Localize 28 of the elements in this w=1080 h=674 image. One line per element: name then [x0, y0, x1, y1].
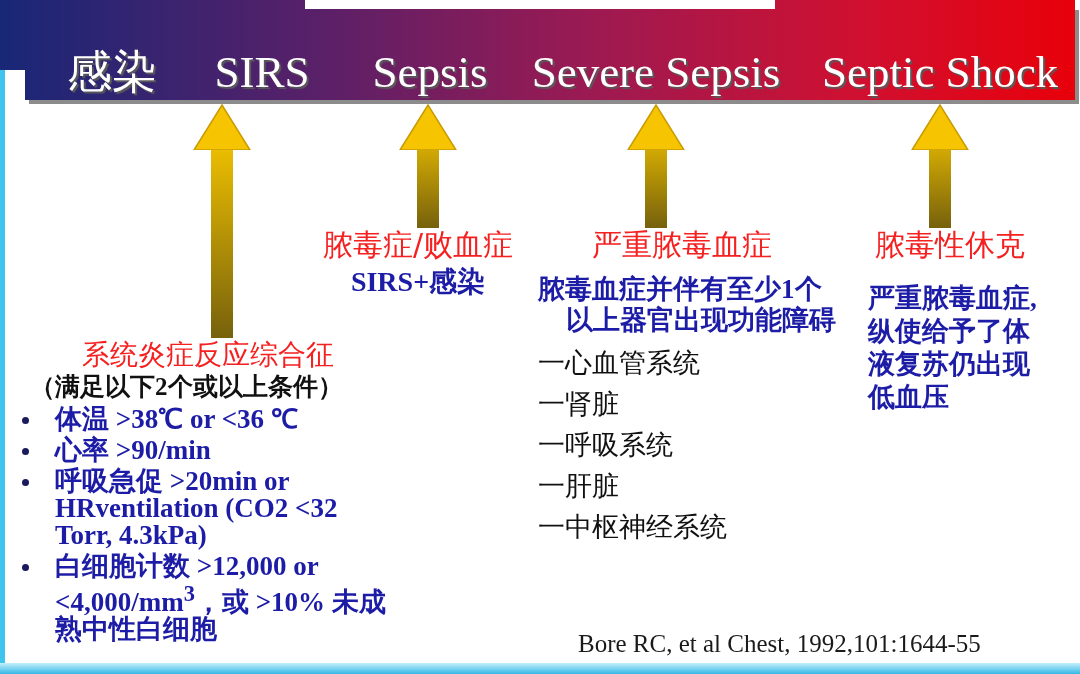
arrow	[911, 104, 969, 228]
criterion-text: 体温 >38℃ or <36 ℃	[55, 406, 299, 433]
arrow	[627, 104, 685, 228]
stage-title: 严重脓毒血症	[592, 228, 772, 262]
stage-label: SIRS	[214, 40, 310, 104]
citation-text: Bore RC, et al Chest, 1992,101:1644-55	[578, 629, 981, 659]
criterion-text: 呼吸急促 >20min or HRventilation (CO2 <32 Torr, 4.3kPa)	[55, 468, 339, 549]
organ-item: 一肾脏	[538, 387, 619, 421]
arrow	[193, 104, 251, 338]
stage-label: 感染	[67, 40, 157, 104]
stage-title: 系统炎症反应综合征	[82, 338, 334, 372]
organ-item: 一肝脏	[538, 469, 619, 503]
stage-title: 脓毒症/败血症	[322, 228, 514, 262]
stage-label: Sepsis	[372, 40, 488, 104]
organ-item: 一中枢神经系统	[538, 510, 727, 544]
stage-title: 脓毒性休克	[875, 228, 1025, 262]
arrow	[399, 104, 457, 228]
description-text: 严重脓毒血症,纵使给予了体液复苏仍出现低血压	[868, 282, 1038, 414]
stage-label: Severe Sepsis	[531, 40, 781, 104]
description-text: SIRS+感染	[350, 266, 486, 298]
stage-label: Septic Shock	[821, 40, 1059, 104]
stage-banner	[0, 0, 1080, 104]
organ-item: 一呼吸系统	[538, 428, 673, 462]
criterion-text: 心率 >90/min	[55, 437, 212, 464]
organ-item: 一心血管系统	[538, 346, 700, 380]
criterion-text: 白细胞计数 >12,000 or <4,000/mm$^{3}$，或 >10% 未成熟中性白细胞	[55, 553, 387, 643]
description-text: 脓毒血症并伴有至少1个以上器官出现功能障碍	[538, 274, 837, 336]
condition-note: （满足以下2个或以上条件）	[30, 372, 343, 402]
